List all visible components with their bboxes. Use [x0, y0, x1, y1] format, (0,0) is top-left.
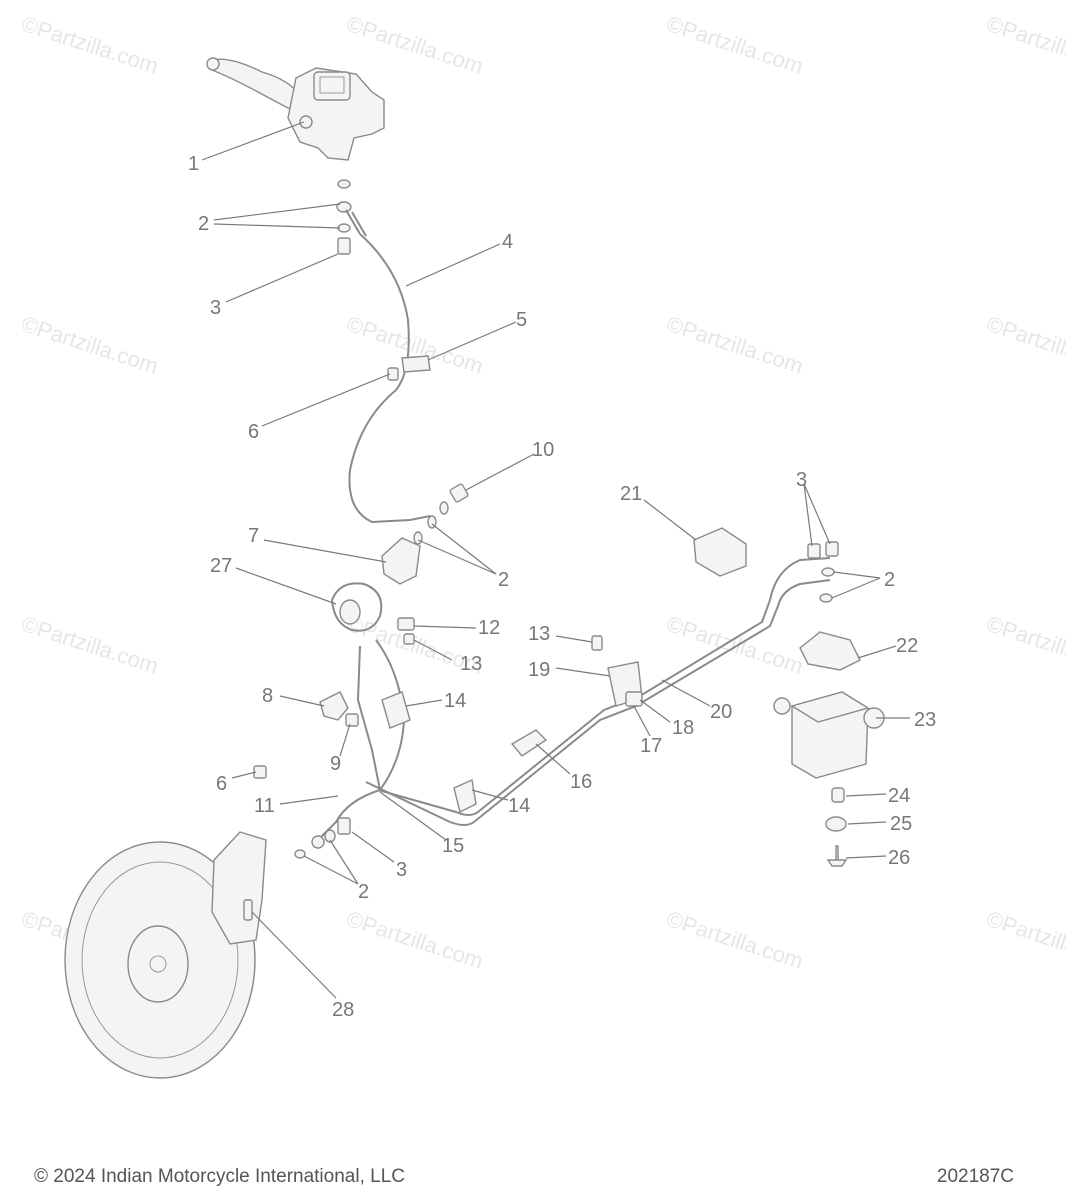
callout-3: 3	[396, 859, 407, 881]
brake-line-part	[365, 579, 831, 826]
brake-disc-and-caliper-part	[64, 831, 267, 1079]
callout-19: 19	[528, 659, 550, 681]
washer-part	[324, 829, 336, 843]
callout-3: 3	[210, 297, 221, 319]
callout-labels: 1 2 3 4 5 6 10 21 3 2 7 2 27 12 13 13 19…	[188, 153, 936, 1021]
washer-part	[439, 501, 449, 515]
callout-20: 20	[710, 701, 732, 723]
washer-part	[413, 531, 423, 545]
callout-26: 26	[888, 847, 910, 869]
grommet-part	[831, 787, 845, 803]
callout-14: 14	[508, 795, 530, 817]
callout-8: 8	[262, 685, 273, 707]
watermark: ©Partzilla.com	[343, 11, 486, 79]
watermark: ©Partzilla.com	[663, 906, 806, 974]
washer-part	[294, 849, 306, 859]
line-bracket-part	[693, 527, 747, 577]
watermark: ©Partzilla.com	[663, 11, 806, 79]
fitting-part	[397, 617, 415, 631]
washer-part	[821, 567, 835, 577]
watermark: ©Partzilla.com	[18, 11, 161, 79]
watermark: ©Partzilla.com	[983, 311, 1066, 379]
master-cylinder-part	[206, 57, 385, 161]
leader-lines	[201, 121, 910, 999]
callout-12: 12	[478, 617, 500, 639]
speed-sensor-part	[330, 582, 383, 632]
callout-23: 23	[914, 709, 936, 731]
callout-13: 13	[460, 653, 482, 675]
callout-4: 4	[502, 231, 513, 253]
callout-10: 10	[532, 439, 554, 461]
parts-artwork	[64, 57, 885, 1079]
watermark: ©Partzilla.com	[18, 611, 161, 679]
callout-16: 16	[570, 771, 592, 793]
banjo-bolt-part	[449, 483, 469, 503]
callout-11: 11	[254, 795, 275, 817]
bracket-part	[319, 691, 349, 721]
grommet-part	[510, 729, 548, 757]
callout-3: 3	[796, 469, 807, 491]
bolt-part	[403, 633, 415, 645]
callout-22: 22	[896, 635, 918, 657]
banjo-fitting-part	[311, 835, 325, 849]
banjo-bolt-part	[337, 237, 351, 255]
washer-part	[337, 179, 351, 189]
callout-21: 21	[620, 483, 642, 505]
callout-9: 9	[330, 753, 341, 775]
callout-1: 1	[188, 153, 199, 175]
lower-brake-hose-part	[317, 639, 406, 841]
callout-7: 7	[248, 525, 259, 547]
callout-2: 2	[198, 213, 209, 235]
watermark: ©Partzilla.com	[343, 906, 486, 974]
abs-module-part	[773, 691, 885, 779]
callout-13: 13	[528, 623, 550, 645]
callout-25: 25	[890, 813, 912, 835]
watermark: ©Partzilla.com	[983, 906, 1066, 974]
bolt-part	[387, 367, 399, 381]
watermark: ©Partzilla.com	[983, 11, 1066, 79]
abs-bracket-part	[799, 631, 861, 671]
callout-5: 5	[516, 309, 527, 331]
screw-part	[826, 845, 848, 867]
callout-17: 17	[640, 735, 662, 757]
banjo-bolt-part	[807, 543, 821, 559]
bolt-part	[591, 635, 603, 651]
callout-28: 28	[332, 999, 354, 1021]
diagram-code: 202187C	[936, 1166, 1014, 1187]
watermark: ©Partzilla.com	[18, 311, 161, 379]
callout-27: 27	[210, 555, 232, 577]
callout-2: 2	[498, 569, 509, 591]
bushing-part	[825, 816, 847, 832]
bolt-part	[345, 713, 359, 727]
hose-clip-part	[401, 355, 431, 373]
clamp-part	[453, 778, 477, 814]
brake-line-part	[377, 557, 831, 816]
callout-2: 2	[358, 881, 369, 903]
watermark: ©Partzilla.com	[663, 311, 806, 379]
callout-14: 14	[444, 690, 466, 712]
banjo-bolt-part	[825, 541, 839, 557]
callout-6: 6	[216, 773, 227, 795]
callout-6: 6	[248, 421, 259, 443]
callout-2: 2	[884, 569, 895, 591]
callout-24: 24	[888, 785, 910, 807]
washer-part	[819, 593, 833, 603]
junction-block-part	[381, 537, 421, 585]
banjo-bolt-part	[337, 817, 351, 835]
callout-15: 15	[442, 835, 464, 857]
watermark: ©Partzilla.com	[983, 611, 1066, 679]
clip-part	[625, 691, 643, 707]
copyright-text: © 2024 Indian Motorcycle International, …	[34, 1166, 405, 1187]
callout-18: 18	[672, 717, 694, 739]
banjo-fitting-part	[336, 201, 352, 213]
clamp-part	[381, 691, 411, 729]
upper-brake-hose-part	[345, 209, 431, 524]
